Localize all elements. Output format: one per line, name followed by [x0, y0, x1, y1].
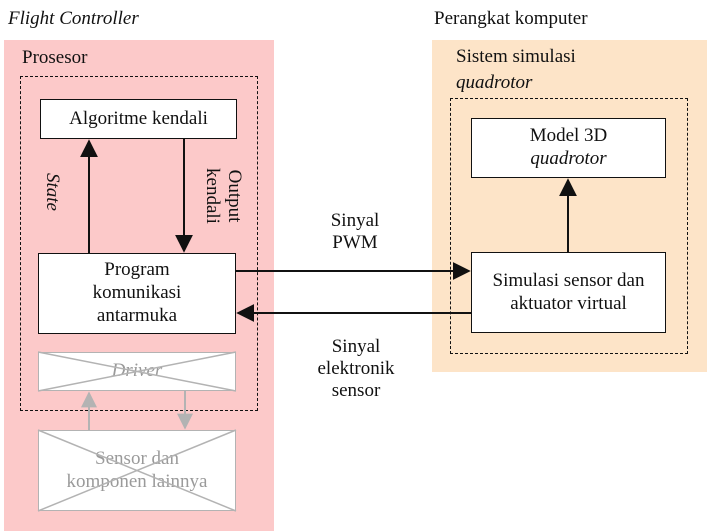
driver-box-label: Driver	[111, 360, 163, 382]
interface-box-line1: Program	[104, 259, 170, 281]
sensor-box-line2: komponen lainnya	[66, 470, 208, 492]
pwm-label-line1: Sinyal	[330, 210, 380, 231]
interface-box-line2: komunikasi	[92, 282, 182, 304]
interface-box-line3: antarmuka	[96, 304, 178, 326]
sim-system-label: Sistem simulasi	[456, 46, 576, 67]
sim-system-boundary	[450, 98, 688, 354]
state-label: State	[41, 173, 63, 211]
sensor-label-line3: sensor	[331, 379, 381, 401]
output-label-line2: kendali	[202, 168, 223, 224]
pwm-signal-label: Sinyal PWM	[310, 210, 400, 254]
sim-box-line1: Simulasi sensor dan	[492, 269, 645, 291]
sensor-cross-line	[37, 429, 237, 512]
model-3d-box: Model 3D quadrotor	[471, 118, 666, 178]
sensor-signal-label: Sinyal elektronik sensor	[296, 336, 416, 402]
output-label-line1: Output	[223, 169, 245, 223]
model-box-line2: quadrotor	[530, 148, 607, 169]
interface-program-box: Program komunikasi antarmuka	[38, 253, 236, 334]
processor-label: Prosesor	[22, 47, 88, 68]
sim-system-label-quadrotor: quadrotor	[456, 72, 533, 93]
output-label: Output kendali	[201, 168, 245, 224]
model-box-line1: Model 3D	[529, 125, 608, 147]
computer-title: Perangkat komputer	[434, 8, 588, 29]
pwm-label-line2: PWM	[332, 231, 378, 253]
sensor-box-line1: Sensor dan	[95, 447, 179, 469]
flight-controller-title: Flight Controller	[8, 8, 139, 29]
algorithm-box: Algoritme kendali	[40, 99, 237, 139]
sensor-label-line2: elektronik	[317, 357, 395, 379]
sensor-actuator-sim-box: Simulasi sensor dan aktuator virtual	[471, 252, 666, 333]
algorithm-box-label: Algoritme kendali	[69, 107, 208, 129]
sensor-label-line1: Sinyal	[331, 336, 381, 357]
sim-box-line2: aktuator virtual	[510, 292, 627, 314]
driver-cross-line	[37, 351, 237, 392]
processor-boundary	[20, 76, 258, 411]
